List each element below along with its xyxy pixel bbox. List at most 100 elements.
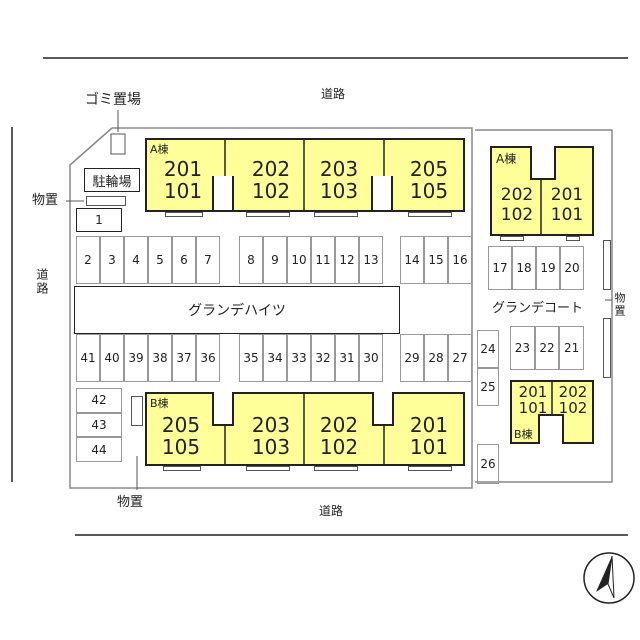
parking-space: 16 [448,236,472,284]
parking-number: 22 [539,341,555,355]
parking-number: 23 [514,341,530,355]
hights-b-building [145,392,465,466]
parking-number: 31 [339,351,355,365]
parking-row-35-30: 35 34 33 32 31 30 [239,334,383,382]
hights-a-step-4 [408,212,452,217]
parking-number: 10 [291,253,307,267]
parking-space: 42 [76,388,122,413]
parking-number: 28 [428,351,444,365]
hights-a-step-3 [314,212,358,217]
parking-space: 27 [448,334,472,382]
road-label-bottom: 道路 [319,504,344,518]
hights-b-label: B棟 [150,397,169,410]
parking-space: 19 [536,246,560,290]
hights-a-unit-3-lower: 103 [319,179,359,203]
parking-25-number: 25 [480,380,496,394]
parking-space: 35 [239,334,263,382]
parking-number: 29 [404,351,420,365]
parking-26: 26 [477,444,499,484]
hights-a-building [145,138,465,212]
parking-space: 40 [100,334,124,382]
hights-b-unit-3-upper: 202 [319,413,359,437]
parking-25: 25 [477,368,499,406]
hights-b-unit-1-upper: 205 [161,413,201,437]
storage-box-right-2 [603,318,611,378]
parking-space: 8 [239,236,263,284]
hights-b-step-3 [314,466,358,471]
court-a-step-1 [500,236,524,241]
parking-space: 17 [488,246,512,290]
parking-space: 18 [512,246,536,290]
parking-space: 3 [100,236,124,284]
court-a-unit-2-upper: 201 [550,185,584,205]
hights-a-unit-4-upper: 205 [409,157,449,181]
north-arrow-icon [584,553,634,603]
parking-24-number: 24 [480,342,496,356]
court-b-label: B棟 [514,428,533,441]
storage-box-right-1 [603,240,611,290]
parking-number: 37 [176,351,192,365]
road-label-left: 道路 [35,268,49,296]
parking-number: 19 [540,261,556,275]
parking-space: 37 [172,334,196,382]
parking-space: 14 [400,236,424,284]
parking-number: 35 [243,351,259,365]
parking-number: 43 [91,418,107,432]
parking-row-14-16: 14 15 16 [400,236,472,284]
court-b-unit-2-lower: 102 [558,399,588,417]
parking-number: 18 [516,261,532,275]
hights-a-unit-2-lower: 102 [251,179,291,203]
parking-space: 30 [359,334,383,382]
storage-box-bottom [131,396,143,426]
parking-space: 28 [424,334,448,382]
parking-space: 20 [560,246,584,290]
parking-number: 8 [247,253,255,267]
hights-a-unit-1-upper: 201 [163,157,203,181]
storage-label-right: 物置 [613,292,626,318]
hights-a-notch-2 [371,176,393,212]
parking-1-number: 1 [95,213,103,227]
hights-b-step-1 [163,466,201,471]
parking-number: 32 [315,351,331,365]
hights-a-unit-4-lower: 105 [409,179,449,203]
court-a-unit-2-lower: 101 [550,205,584,225]
hights-b-notch-2 [372,392,394,426]
parking-row-17-20: 17 18 19 20 [488,246,584,290]
parking-number: 16 [452,253,468,267]
parking-space: 5 [148,236,172,284]
hights-a-unit-2-upper: 202 [251,157,291,181]
parking-number: 33 [291,351,307,365]
parking-space: 41 [76,334,100,382]
garbage-label: ゴミ置場 [85,92,141,108]
parking-number: 3 [108,253,116,267]
storage-label-bottom: 物置 [117,495,144,510]
parking-space: 13 [359,236,383,284]
parking-number: 20 [564,261,580,275]
hights-b-unit-4-upper: 201 [409,413,449,437]
parking-number: 30 [363,351,379,365]
parking-number: 41 [80,351,96,365]
court-b-unit-1-lower: 101 [518,399,548,417]
parking-number: 9 [271,253,279,267]
parking-number: 7 [204,253,212,267]
parking-space: 44 [76,437,122,463]
parking-space: 36 [196,334,220,382]
parking-number: 15 [428,253,444,267]
parking-space: 34 [263,334,287,382]
parking-space: 21 [559,326,585,370]
parking-number: 5 [156,253,164,267]
hights-b-unit-2-lower: 103 [251,435,291,459]
parking-24: 24 [477,330,499,368]
parking-number: 4 [132,253,140,267]
parking-column-42-44: 42 43 44 [76,388,122,463]
parking-number: 40 [104,351,120,365]
